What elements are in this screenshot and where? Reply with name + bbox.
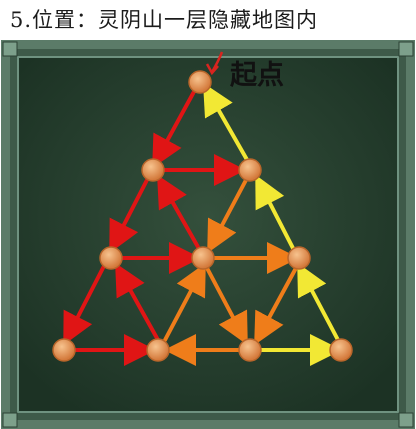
node-r2-right xyxy=(238,158,262,182)
node-r4-3 xyxy=(238,338,262,362)
node-r4-4 xyxy=(329,338,353,362)
start-pointer-arrow xyxy=(205,51,224,76)
puzzle-board xyxy=(1,40,415,429)
red-path xyxy=(63,86,246,366)
start-label: 起点 xyxy=(230,60,284,91)
node-r3-left xyxy=(99,246,123,270)
node-top xyxy=(188,70,212,94)
orange-path xyxy=(163,178,299,366)
node-r4-2 xyxy=(146,338,170,362)
node-r3-right xyxy=(287,246,311,270)
node-r2-left xyxy=(141,158,165,182)
location-caption: 5.位置：灵阴山一层隐藏地图内 xyxy=(10,8,319,32)
puzzle-nodes xyxy=(52,70,353,362)
node-r3-mid xyxy=(191,246,215,270)
node-r4-1 xyxy=(52,338,76,362)
yellow-path xyxy=(203,82,342,366)
